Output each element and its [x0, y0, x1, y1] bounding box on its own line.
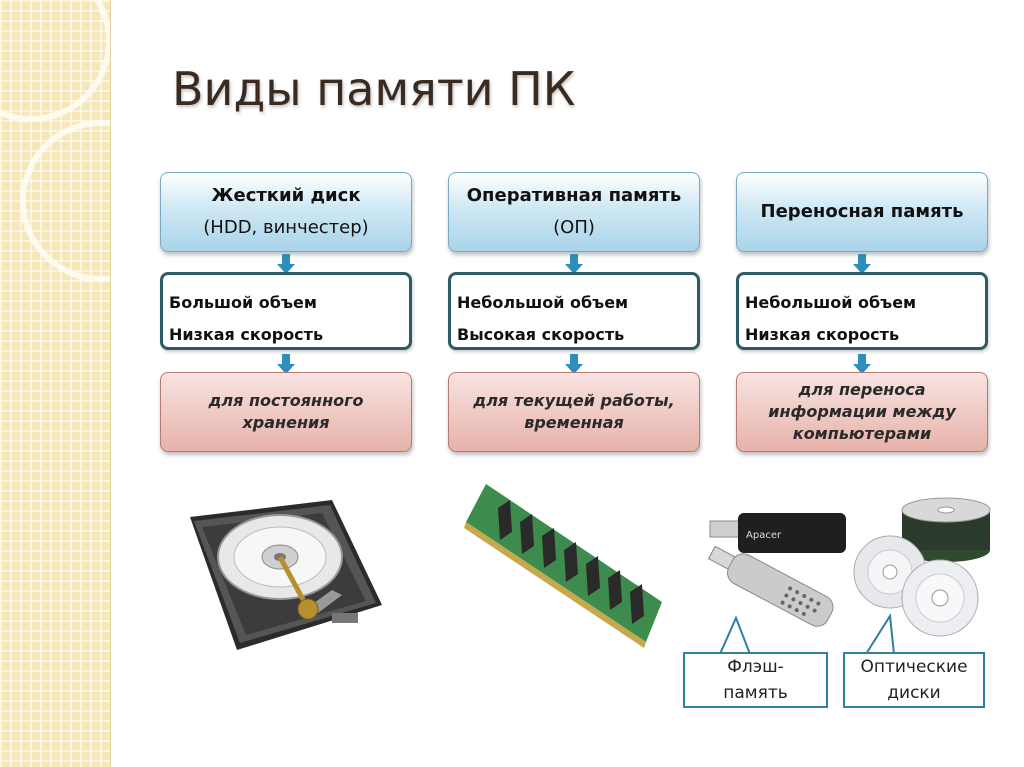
callout-line: Оптические: [860, 657, 968, 677]
property-volume: Небольшой объем: [457, 293, 629, 312]
callout-flash-memory: Флэш- память: [683, 652, 828, 708]
header-subtitle: (ОП): [553, 217, 595, 238]
column-header: Переносная память: [736, 172, 988, 252]
header-title: Переносная память: [760, 201, 964, 222]
down-arrow-icon: [277, 354, 295, 374]
usb-flash-drive-icon: Apacer: [707, 513, 846, 627]
header-subtitle: (HDD, винчестер): [203, 217, 369, 238]
optical-disc-icon: [853, 497, 991, 637]
decorative-ring: [0, 0, 110, 122]
ram-module-icon: [464, 484, 662, 648]
down-arrow-icon: [565, 354, 583, 374]
column-hdd: Жесткий диск (HDD, винчестер) Большой об…: [160, 172, 412, 452]
down-arrow-icon: [853, 354, 871, 374]
usage-box: для текущей работы, временная: [448, 372, 700, 452]
column-header: Жесткий диск (HDD, винчестер): [160, 172, 412, 252]
header-title: Жесткий диск: [211, 185, 361, 206]
properties-box: Большой объем Низкая скорость: [160, 272, 412, 350]
decorative-ring: [20, 120, 110, 282]
column-portable: Переносная память Небольшой объем Низкая…: [736, 172, 988, 452]
property-speed: Низкая скорость: [745, 325, 900, 344]
column-ram: Оперативная память (ОП) Небольшой объем …: [448, 172, 700, 452]
property-speed: Высокая скорость: [457, 325, 625, 344]
column-header: Оперативная память (ОП): [448, 172, 700, 252]
down-arrow-icon: [853, 254, 871, 274]
usage-box: для переноса информации между компьютера…: [736, 372, 988, 452]
properties-box: Небольшой объем Высокая скорость: [448, 272, 700, 350]
property-speed: Низкая скорость: [169, 325, 324, 344]
callout-line: память: [723, 683, 788, 703]
property-volume: Небольшой объем: [745, 293, 917, 312]
callout-line: Флэш-: [727, 657, 784, 677]
properties-box: Небольшой объем Низкая скорость: [736, 272, 988, 350]
brand-logo: Apacer: [746, 530, 782, 541]
callout-pointers: [718, 613, 896, 655]
property-volume: Большой объем: [169, 293, 317, 312]
down-arrow-icon: [565, 254, 583, 274]
callout-optical-discs: Оптические диски: [843, 652, 985, 708]
hard-drive-icon: [190, 500, 382, 650]
callout-line: диски: [887, 683, 941, 703]
slide-title: Виды памяти ПК: [172, 62, 576, 116]
header-title: Оперативная память: [466, 185, 682, 206]
down-arrow-icon: [277, 254, 295, 274]
decorative-side-strip: [0, 0, 111, 767]
usage-box: для постоянного хранения: [160, 372, 412, 452]
